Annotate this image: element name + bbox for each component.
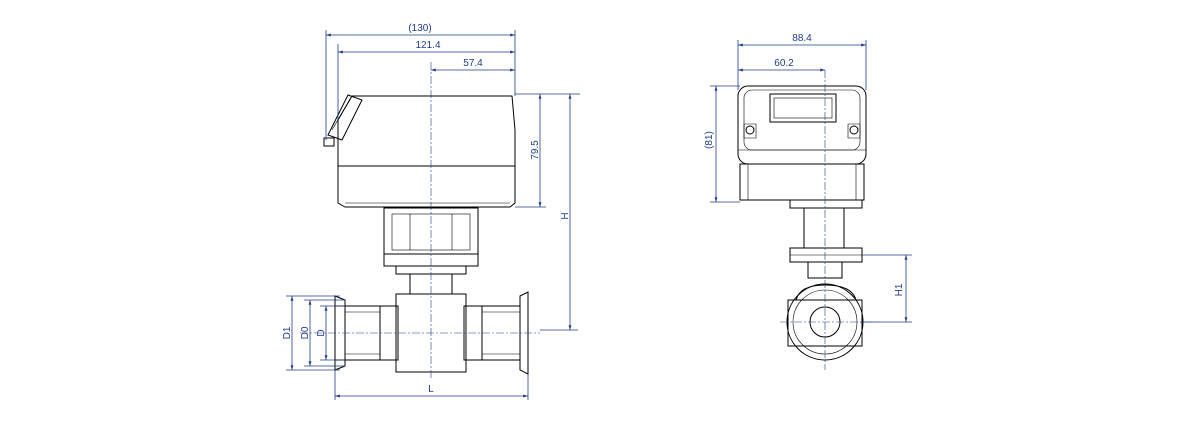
dim-side-width: 88.4 <box>737 33 867 90</box>
dim-label-d1: D1 <box>282 326 293 339</box>
dim-d: D <box>316 305 345 361</box>
dim-total-height: H <box>540 94 578 331</box>
dim-label-side-width: 88.4 <box>792 33 812 44</box>
dim-label-total-height: H <box>560 212 571 219</box>
dim-d0: D0 <box>300 299 345 367</box>
dim-side-half-width: 60.2 <box>738 58 825 72</box>
side-actuator <box>737 85 867 201</box>
dim-label-side-height: (81) <box>704 131 715 149</box>
dim-overall-width: (130) <box>325 23 516 140</box>
dim-label-body-width: 121.4 <box>415 40 440 51</box>
dim-label-length: L <box>428 384 434 395</box>
dim-label-d: D <box>316 329 327 336</box>
dim-half-width: 57.4 <box>431 58 515 72</box>
dim-label-h1: H1 <box>894 283 905 296</box>
actuator-housing <box>323 94 516 208</box>
dim-label-actuator-height: 79.5 <box>530 140 541 160</box>
dim-label-overall-width: (130) <box>408 23 431 34</box>
dim-label-half-width: 57.4 <box>463 58 483 69</box>
dim-label-side-half-width: 60.2 <box>774 58 794 69</box>
dim-length: L <box>334 370 529 400</box>
dim-body-width: 121.4 <box>337 40 515 120</box>
dim-side-height: (81) <box>704 85 740 203</box>
dim-d1: D1 <box>282 295 340 371</box>
side-stem <box>789 199 863 279</box>
side-view: 88.4 60.2 (81) H1 <box>704 33 912 370</box>
dim-h1: H1 <box>860 254 912 323</box>
dim-label-d0: D0 <box>300 326 311 339</box>
front-view: (130) 121.4 57.4 79.5 H <box>282 23 580 400</box>
